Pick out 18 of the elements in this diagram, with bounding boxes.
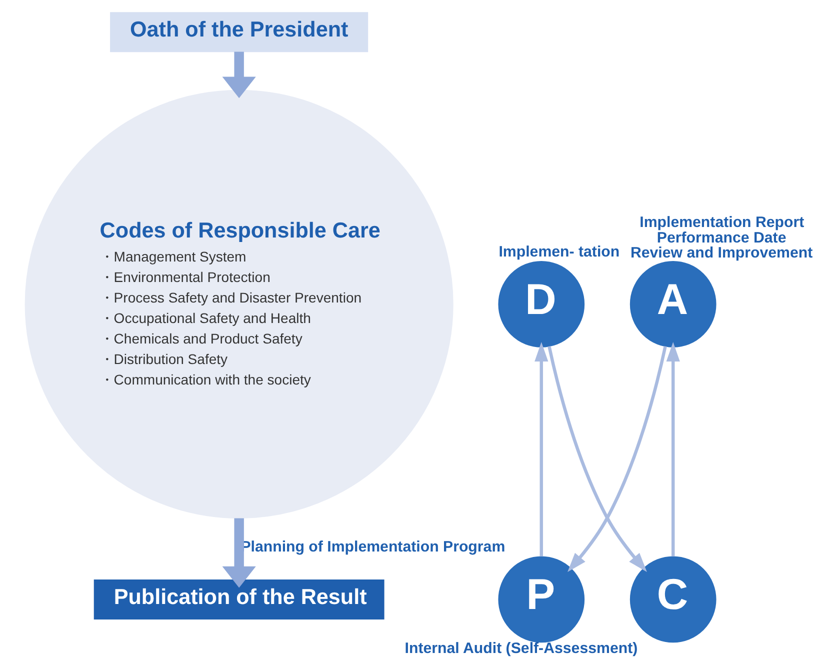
node-label: Internal Audit (Self-Assessment)	[404, 640, 638, 658]
node-circle: A	[629, 261, 716, 348]
arrow	[567, 346, 666, 572]
node-box: Oath of the President	[110, 12, 368, 52]
node-circle: Codes of Responsible Care ・Management System ・Environmental Protection ・Process Safety and Disaster Prevention ・Occupational Safety and Health ・Chemicals and Product Safety ・Distribution Safety ・Communication with the society	[24, 90, 453, 518]
node-circle: C	[629, 556, 716, 643]
node-label: Performance Date	[656, 229, 786, 246]
node-label: Implementation Report	[639, 214, 804, 232]
node-box: Publication of the Result	[93, 580, 384, 620]
node-label: Implemen- tation	[498, 243, 620, 260]
node-label: Review and Improvement	[630, 244, 812, 262]
arrow	[666, 342, 680, 556]
node-circle: P	[498, 556, 584, 643]
arrow	[222, 518, 256, 588]
arrow	[222, 52, 256, 98]
arrow	[547, 346, 646, 572]
node-circle: D	[498, 261, 584, 348]
arrow	[534, 342, 548, 556]
